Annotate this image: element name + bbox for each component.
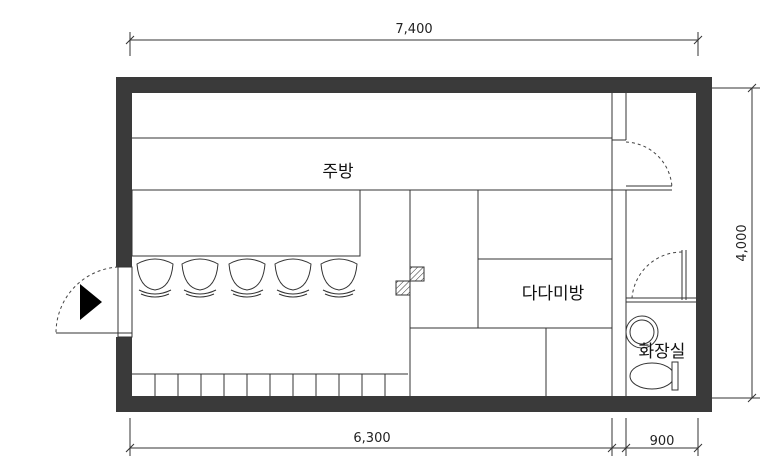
counter-stools bbox=[136, 258, 358, 298]
entrance-door bbox=[55, 266, 133, 338]
kitchen-area: 주방 bbox=[131, 137, 612, 257]
partition-wall bbox=[611, 93, 627, 396]
tatami-room: 다다미방 bbox=[409, 190, 612, 396]
counter-stool bbox=[320, 258, 358, 298]
dimension-right: 4,000 bbox=[712, 83, 760, 403]
counter-table bbox=[131, 189, 361, 257]
dimension-top-label: 7,400 bbox=[395, 22, 432, 37]
washbasin-icon bbox=[625, 315, 659, 349]
dimension-bottom: 6,300 900 bbox=[125, 418, 703, 456]
bench-slats bbox=[132, 373, 408, 396]
counter-stool bbox=[228, 258, 266, 298]
dimension-right-label: 4,000 bbox=[735, 224, 750, 261]
toilet-icon bbox=[629, 362, 675, 390]
hatched-columns bbox=[395, 266, 425, 296]
counter-stool bbox=[274, 258, 312, 298]
restroom: 화장실 bbox=[625, 250, 696, 391]
room-label-tatami: 다다미방 bbox=[522, 284, 585, 304]
entrance-arrow-icon bbox=[80, 284, 102, 320]
dimension-bottom-right-label: 900 bbox=[650, 434, 675, 449]
corridor-door bbox=[625, 141, 673, 191]
outer-walls bbox=[116, 77, 712, 412]
room-label-kitchen: 주방 bbox=[322, 162, 354, 182]
dimension-bottom-left-label: 6,300 bbox=[353, 431, 390, 446]
counter-stool bbox=[181, 258, 219, 298]
dimension-top: 7,400 bbox=[125, 22, 703, 56]
counter-stool bbox=[136, 258, 174, 298]
room-label-restroom: 화장실 bbox=[639, 342, 686, 362]
